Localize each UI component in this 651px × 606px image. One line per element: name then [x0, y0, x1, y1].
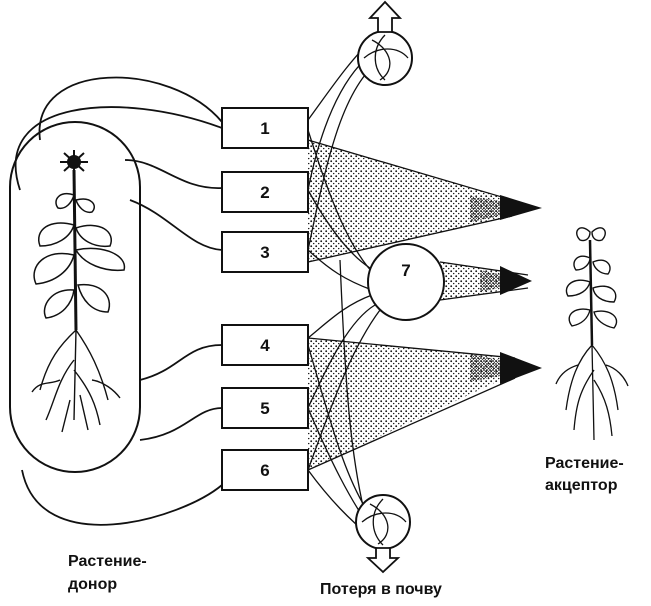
box-5: 5 — [221, 387, 309, 429]
box-5-label: 5 — [260, 399, 269, 418]
circle-7: 7 — [367, 243, 445, 321]
box-2-label: 2 — [260, 183, 269, 202]
box-2: 2 — [221, 171, 309, 213]
loss-circle-top — [357, 0, 413, 86]
loss-circle-bottom — [355, 494, 411, 574]
box-3-label: 3 — [260, 243, 269, 262]
donor-label-line1: Растение- — [68, 553, 147, 570]
donor-connection-lines — [14, 76, 223, 526]
box-4-label: 4 — [260, 336, 270, 355]
circle-7-label: 7 — [401, 261, 410, 280]
donor-label-line2: донор — [68, 576, 117, 593]
box-6-label: 6 — [260, 461, 269, 480]
donor-plant-illustration — [31, 150, 126, 433]
box-3: 3 — [221, 231, 309, 273]
acceptor-label-line2: акцептор — [545, 477, 618, 494]
box-6: 6 — [221, 449, 309, 491]
box-1-label: 1 — [260, 119, 269, 138]
box-4: 4 — [221, 324, 309, 366]
box-1: 1 — [221, 107, 309, 149]
acceptor-plant-illustration — [555, 227, 629, 441]
acceptor-label-line1: Растение- — [545, 455, 624, 472]
arrowheads — [500, 195, 542, 384]
soil-loss-label: Потеря в почву — [320, 581, 442, 598]
